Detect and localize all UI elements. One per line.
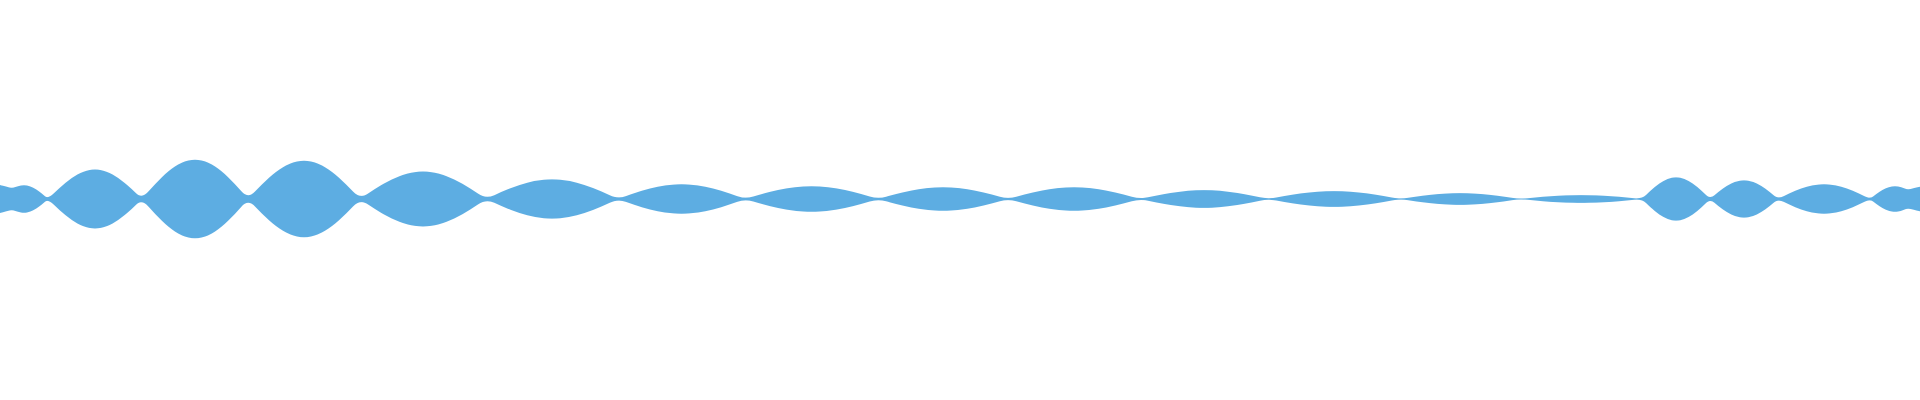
waveform-shape	[0, 159, 1920, 239]
